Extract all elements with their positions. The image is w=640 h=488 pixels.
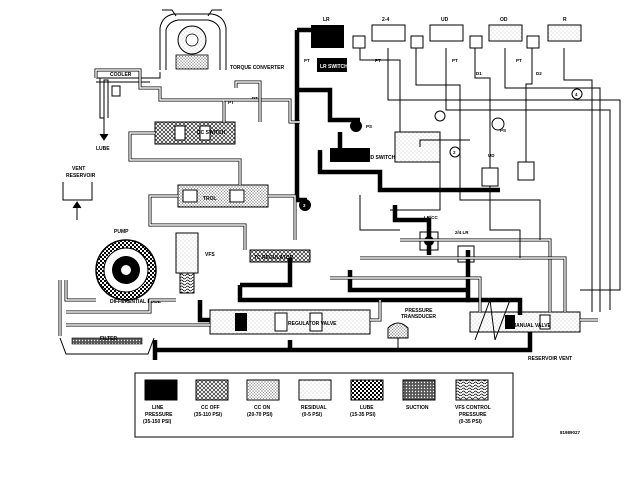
legend-swatch-line-pressure (144, 379, 178, 401)
legend-label-lube: LUBE(15-35 PSI) (350, 405, 376, 418)
pt-label-ud: PT (452, 58, 458, 63)
lrcc-label: LR/CC (424, 215, 438, 220)
pump-label: PUMP (114, 229, 129, 235)
pump: PUMP DIFFERENTIAL LUBE (95, 229, 162, 305)
manual-valve-label: MANUAL VALVE (512, 323, 552, 329)
lr-switch-label: LR SWITCH (320, 64, 348, 70)
pt-label-od: PT (516, 58, 522, 63)
cooler-label: COOLER (110, 72, 132, 78)
cooler: COOLER LUBE (96, 72, 161, 152)
regulator-valve-label: REGULATOR VALVE (288, 321, 337, 327)
legend-label-cc-on: CC ON(20-70 PSI) (247, 405, 273, 418)
clutch-r-label: R (563, 17, 567, 23)
torque-converter: TORQUE CONVERTER (159, 9, 284, 71)
ud-accumulator (481, 167, 499, 187)
legend-swatch-suction (402, 379, 436, 401)
num-2-label: 2 (453, 150, 456, 155)
trol-valve: TROL (177, 184, 269, 208)
solenoid-switch-label: SOLENOID SWITCH (348, 155, 396, 161)
differential-lube-label: DIFFERENTIAL LUBE (110, 299, 162, 305)
num-4-label: 4 (575, 92, 578, 97)
clutch-lr: LR (311, 17, 366, 49)
trol-label: TROL (203, 196, 217, 202)
legend-swatch-cc-on (246, 379, 280, 401)
solenoid-switch: SOLENOID SWITCH (330, 131, 441, 163)
cc-switch-label: CC SWITCH (197, 130, 226, 136)
clutch-2-4-label: 2-4 (382, 17, 389, 23)
cc-switch-valve: CC SWITCH (154, 121, 236, 145)
legend-label-cc-off: CC OFF(35-110 PSI) (194, 405, 222, 418)
ps-sensor-mid (434, 110, 446, 122)
regulator-valve: REGULATOR VALVE (209, 309, 371, 335)
ps-sensor-right (491, 117, 505, 131)
legend-swatch-residual (298, 379, 332, 401)
fluid-passages (58, 68, 598, 336)
vfs-label: VFS (205, 252, 215, 258)
reservoir-vent-label: RESERVOIR VENT (528, 356, 572, 362)
filter: FILTER (59, 336, 155, 355)
figure-id: 81989027 (560, 430, 581, 435)
torque-converter-label: TORQUE CONVERTER (230, 65, 284, 71)
ps-label-right: PS (500, 128, 506, 133)
num-3-label: 3 (303, 203, 306, 208)
clutch-ud-label: UD (441, 17, 449, 23)
signal-lines (359, 48, 621, 350)
ps-label-left: PS (366, 124, 372, 129)
legend-label-residual: RESIDUAL(0-5 PSI) (301, 405, 327, 418)
tc-regulator-label: TC REGULATOR (254, 255, 294, 261)
manual-valve: MANUAL VALVE RESERVOIR VENT (469, 311, 581, 362)
filter-label: FILTER (100, 336, 118, 342)
tc-regulator: TC REGULATOR (249, 249, 311, 263)
pt-label-cc-1: PT (228, 100, 234, 105)
numbered-port-4 (571, 88, 583, 100)
24lr-label: 2/4 LR (455, 230, 469, 235)
ud-accum-label: UD (488, 153, 495, 158)
pt-label-lr: PT (304, 58, 310, 63)
vfs-solenoid: VFS (175, 232, 215, 294)
clutch-ud: UD (429, 17, 483, 49)
legend-swatch-vfs-control (455, 379, 489, 401)
od-accumulator (517, 161, 535, 181)
line-pressure-circuit (152, 27, 533, 360)
legend-swatch-lube (350, 379, 384, 401)
d2-label: D2 (536, 71, 542, 76)
lr-switch: LR SWITCH (317, 58, 348, 72)
clutch-2-4: 2-4 (371, 17, 424, 49)
lube-label: LUBE (96, 146, 110, 152)
legend-label-suction: SUCTION (406, 405, 429, 411)
d1-label: D1 (476, 71, 482, 76)
clutch-od: OD (488, 17, 540, 49)
clutch-od-label: OD (500, 17, 508, 23)
ps-sensor-left (350, 120, 362, 132)
clutch-lr-label: LR (323, 17, 330, 23)
clutch-r: R (547, 17, 582, 42)
legend-swatch-cc-off (195, 379, 229, 401)
